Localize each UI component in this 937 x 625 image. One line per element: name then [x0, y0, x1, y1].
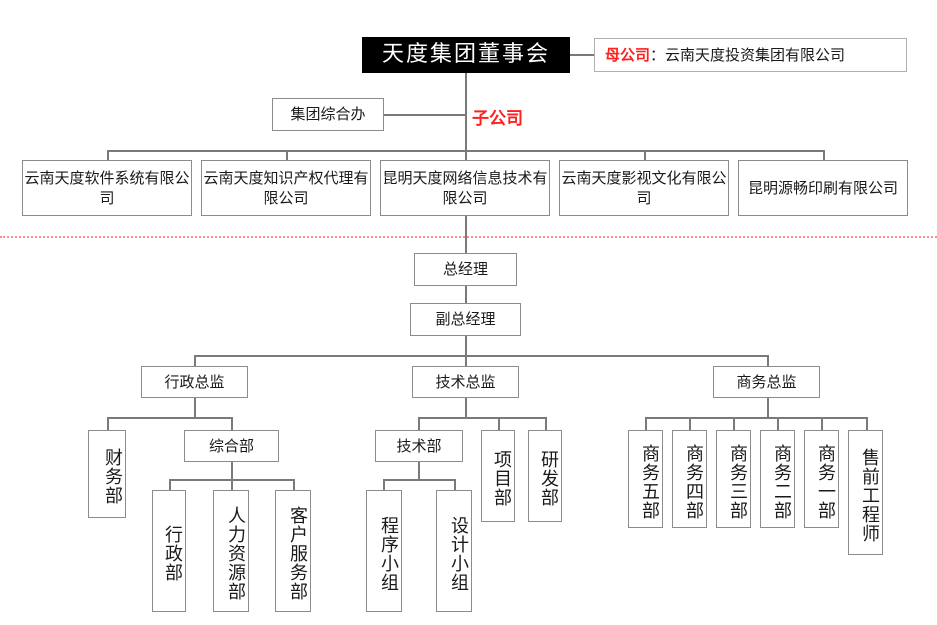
general-dept-child-box-3: 客户服务部	[275, 490, 311, 612]
general-dept-box: 综合部	[184, 430, 279, 462]
business-unit-box-5: 商务一部	[804, 430, 839, 528]
director-box-business: 商务总监	[713, 366, 820, 398]
admin-drop-finance	[107, 417, 109, 430]
parent-company-box: 母公司：云南天度投资集团有限公司	[594, 38, 907, 72]
tech-dept-child-box-2: 设计小组	[436, 490, 472, 612]
business-unit-box-3: 商务三部	[716, 430, 751, 528]
deputy-general-manager-box: 副总经理	[410, 303, 521, 336]
presales-engineer-box: 售前工程师	[848, 430, 883, 555]
director-box-tech: 技术总监	[412, 366, 519, 398]
business-drop-5	[821, 417, 823, 430]
general-dept-spine	[231, 462, 233, 479]
connector-general-office	[384, 114, 465, 116]
business-unit-box-1: 商务五部	[628, 430, 663, 528]
tech-drop-1	[418, 417, 420, 430]
spine-through-divider	[465, 216, 467, 254]
business-bus	[645, 417, 866, 419]
business-drop-2	[689, 417, 691, 430]
subsidiary-box-3: 昆明天度网络信息技术有限公司	[380, 160, 550, 216]
subsidiary-drop-4	[644, 150, 646, 160]
business-unit-box-4: 商务二部	[760, 430, 795, 528]
subsidiary-label: 子公司	[472, 109, 523, 129]
general-office-box: 集团综合办	[272, 98, 384, 131]
rd-dept-box: 研发部	[528, 430, 562, 522]
parent-company-name: 云南天度投资集团有限公司	[665, 45, 846, 64]
parent-company-label: 母公司	[605, 45, 651, 64]
finance-dept-box: 财务部	[88, 430, 126, 518]
tech-dept-box: 技术部	[375, 430, 463, 462]
admin-bus	[107, 417, 231, 419]
director-drop-1	[194, 355, 196, 366]
admin-spine	[194, 398, 196, 417]
tech-bus	[418, 417, 545, 419]
business-unit-box-2: 商务四部	[672, 430, 707, 528]
subsidiary-box-5: 昆明源畅印刷有限公司	[738, 160, 908, 216]
business-drop-4	[777, 417, 779, 430]
project-dept-box: 项目部	[481, 430, 515, 522]
subsidiary-drop-5	[823, 150, 825, 160]
subsidiary-drop-1	[107, 150, 109, 160]
general-dept-child-box-2: 人力资源部	[213, 490, 249, 612]
subsidiary-box-1: 云南天度软件系统有限公司	[22, 160, 192, 216]
tech-dept-drop-1	[383, 479, 385, 490]
tech-dept-spine	[418, 462, 420, 479]
connector-board-to-parent	[570, 54, 594, 56]
director-drop-3	[767, 355, 769, 366]
business-spine	[767, 398, 769, 417]
board-of-directors-box: 天度集团董事会	[362, 37, 570, 73]
tech-spine	[465, 398, 467, 417]
director-drop-2	[465, 355, 467, 366]
connector-gm-to-dgm	[465, 286, 467, 303]
general-dept-drop-3	[293, 479, 295, 490]
tech-drop-2	[498, 417, 500, 430]
admin-drop-general	[231, 417, 233, 430]
business-drop-6	[866, 417, 868, 430]
subsidiary-drop-3	[465, 150, 467, 160]
director-bus	[194, 355, 767, 357]
section-divider	[0, 236, 937, 238]
general-manager-box: 总经理	[414, 253, 517, 286]
tech-dept-bus	[383, 479, 454, 481]
business-drop-3	[733, 417, 735, 430]
general-dept-drop-1	[169, 479, 171, 490]
parent-company-separator: ：	[650, 45, 666, 64]
subsidiary-box-4: 云南天度影视文化有限公司	[559, 160, 729, 216]
general-dept-drop-2	[231, 479, 233, 490]
subsidiary-box-2: 云南天度知识产权代理有限公司	[201, 160, 371, 216]
tech-dept-drop-2	[454, 479, 456, 490]
spine-board-down	[465, 73, 467, 150]
business-drop-1	[645, 417, 647, 430]
director-box-admin: 行政总监	[141, 366, 248, 398]
connector-dgm-down	[465, 336, 467, 355]
general-dept-child-box-1: 行政部	[152, 490, 186, 612]
tech-dept-child-box-1: 程序小组	[366, 490, 402, 612]
tech-drop-3	[545, 417, 547, 430]
subsidiary-drop-2	[286, 150, 288, 160]
